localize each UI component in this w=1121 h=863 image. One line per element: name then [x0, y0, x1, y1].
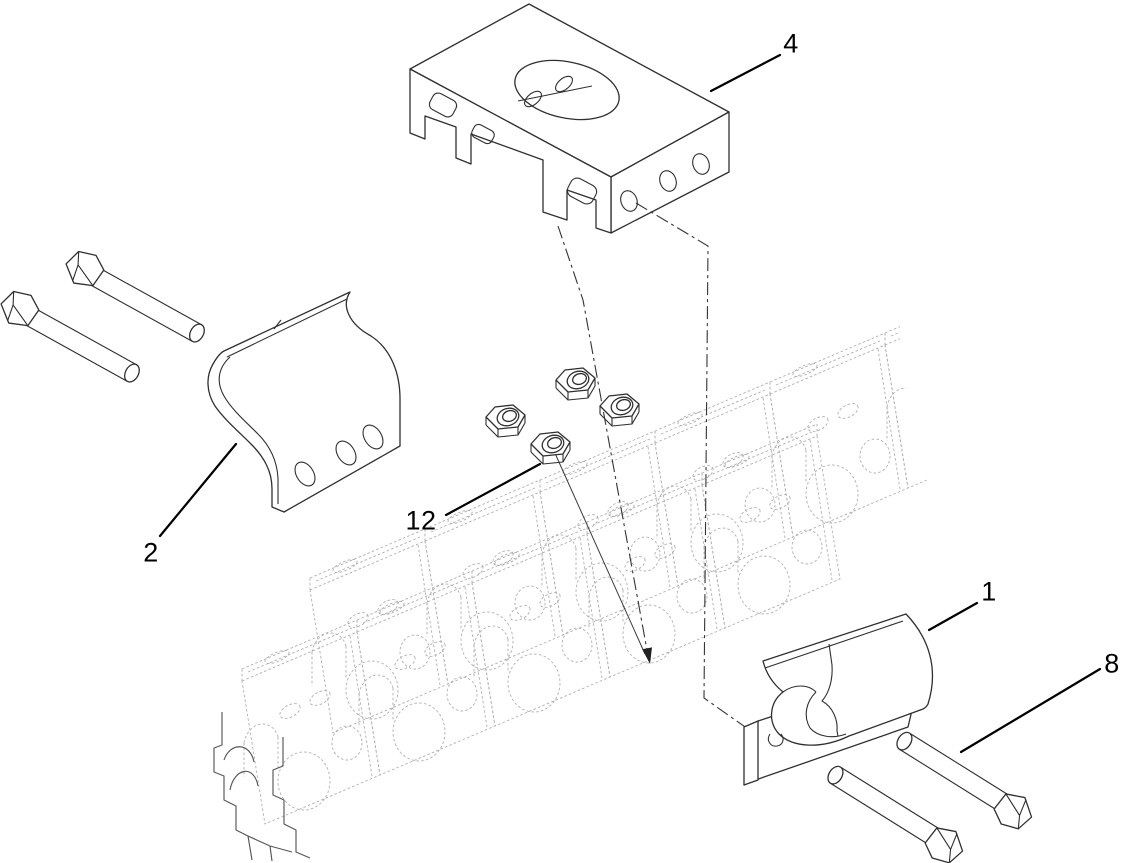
- callout-leader-lines: [158, 53, 1102, 754]
- hex-nut: [599, 393, 640, 427]
- part-4-bracket-block: [409, 3, 730, 234]
- leader-line-2: [158, 442, 238, 538]
- alignment-centerlines: [553, 202, 749, 730]
- callout-8: 8: [1104, 648, 1120, 679]
- callout-4: 4: [783, 28, 799, 59]
- callout-12: 12: [405, 505, 437, 536]
- leader-line-12: [444, 462, 542, 517]
- leader-line-4: [709, 53, 782, 93]
- hex-nut: [485, 404, 526, 438]
- hex-nut: [555, 367, 596, 401]
- part-2-curved-bracket: [207, 291, 401, 513]
- leader-line-1: [927, 601, 979, 632]
- part-12-hex-nuts: [485, 367, 640, 465]
- hex-bolt: [888, 723, 1040, 837]
- alignment-arrowhead: [642, 647, 652, 664]
- track-end-detail: [213, 712, 311, 862]
- hex-nut: [530, 431, 571, 465]
- hex-bolt: [819, 757, 971, 863]
- callout-2: 2: [143, 537, 159, 568]
- part-1-clamp: [762, 613, 934, 747]
- callout-1: 1: [981, 576, 997, 607]
- leader-line-8: [959, 667, 1102, 754]
- upper-left-bolts: [0, 244, 213, 391]
- hex-bolt: [0, 284, 148, 391]
